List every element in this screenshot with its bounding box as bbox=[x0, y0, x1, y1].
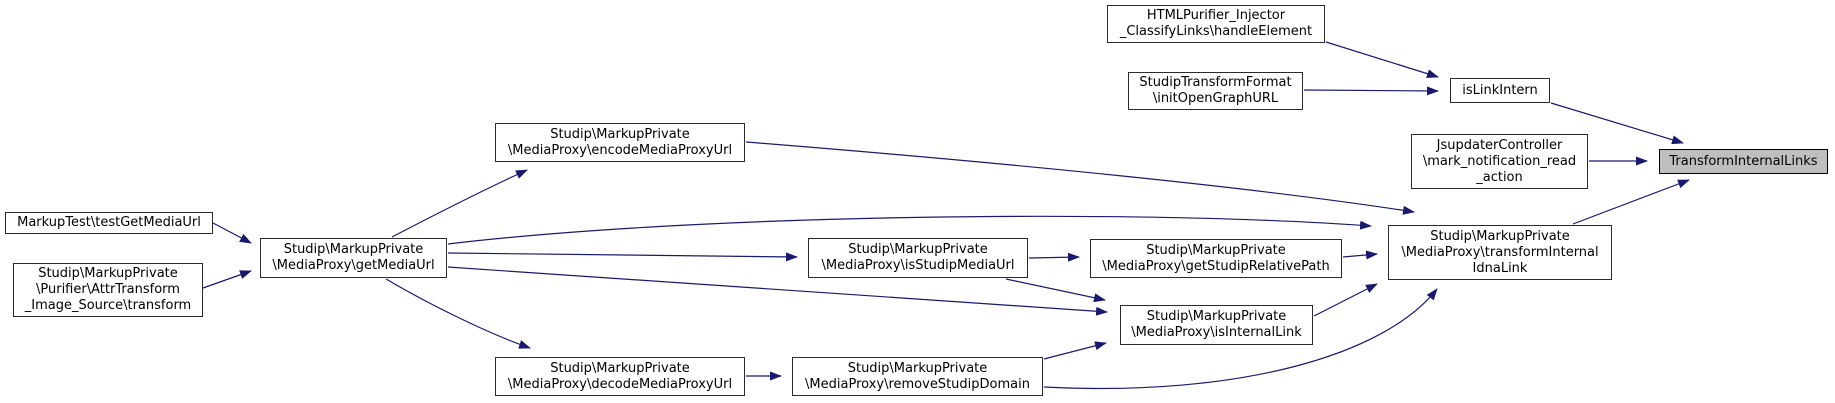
edge-getmediaurl-to-decode bbox=[385, 278, 531, 349]
edge-islinkintern-to-transforminternallinks bbox=[1550, 102, 1684, 145]
node-transform-internal-links-current[interactable]: TransformInternalLinks bbox=[1659, 149, 1828, 174]
edge-isstudip-to-relpath bbox=[1028, 252, 1080, 262]
edge-handleelement-to-islinkintern bbox=[1325, 41, 1439, 79]
edge-isinternal-to-idnalink bbox=[1313, 283, 1378, 317]
edge-encode-to-idnalink bbox=[745, 141, 1415, 215]
node-get-media-url[interactable]: Studip\MarkupPrivate \MediaProxy\getMedi… bbox=[260, 238, 447, 278]
edge-isstudip-to-isinternal bbox=[1005, 278, 1106, 303]
edge-idnalink-to-transforminternallinks bbox=[1572, 179, 1690, 225]
node-encode-media-proxy-url[interactable]: Studip\MarkupPrivate \MediaProxy\encodeM… bbox=[495, 123, 745, 162]
node-attr-transform-image-source[interactable]: Studip\MarkupPrivate \Purifier\AttrTrans… bbox=[13, 263, 203, 317]
edge-getmediaurl-to-isstudip bbox=[447, 252, 798, 262]
node-decode-media-proxy-url[interactable]: Studip\MarkupPrivate \MediaProxy\decodeM… bbox=[495, 357, 745, 396]
edge-test-to-getmediaurl bbox=[212, 222, 252, 244]
node-transform-internal-idna-link[interactable]: Studip\MarkupPrivate \MediaProxy\transfo… bbox=[1388, 225, 1612, 280]
edge-initopengraph-to-islinkintern bbox=[1303, 86, 1439, 96]
node-is-internal-link[interactable]: Studip\MarkupPrivate \MediaProxy\isInter… bbox=[1120, 305, 1313, 345]
node-mark-notification-read-action[interactable]: JsupdaterController \mark_notification_r… bbox=[1411, 134, 1588, 189]
node-classify-links-handle-element[interactable]: HTMLPurifier_Injector _ClassifyLinks\han… bbox=[1107, 5, 1325, 43]
edge-transform-to-getmediaurl bbox=[202, 270, 252, 289]
edge-getmediaurl-to-isinternal bbox=[447, 266, 1108, 316]
edge-remove-to-idnalink bbox=[1043, 288, 1438, 390]
node-is-studip-media-url[interactable]: Studip\MarkupPrivate \MediaProxy\isStudi… bbox=[808, 238, 1028, 278]
node-remove-studip-domain[interactable]: Studip\MarkupPrivate \MediaProxy\removeS… bbox=[792, 357, 1043, 396]
edge-getmediaurl-to-idnalink bbox=[447, 215, 1372, 245]
node-get-studip-relative-path[interactable]: Studip\MarkupPrivate \MediaProxy\getStud… bbox=[1090, 239, 1342, 278]
edge-relpath-to-idnalink bbox=[1342, 250, 1378, 260]
edge-remove-to-isinternal bbox=[1043, 341, 1107, 360]
node-test-get-media-url[interactable]: MarkupTest\testGetMediaUrl bbox=[5, 212, 213, 234]
node-init-open-graph-url[interactable]: StudipTransformFormat \initOpenGraphURL bbox=[1128, 72, 1303, 110]
edge-getmediaurl-to-encode bbox=[391, 169, 528, 238]
node-is-link-intern[interactable]: isLinkIntern bbox=[1450, 78, 1550, 103]
